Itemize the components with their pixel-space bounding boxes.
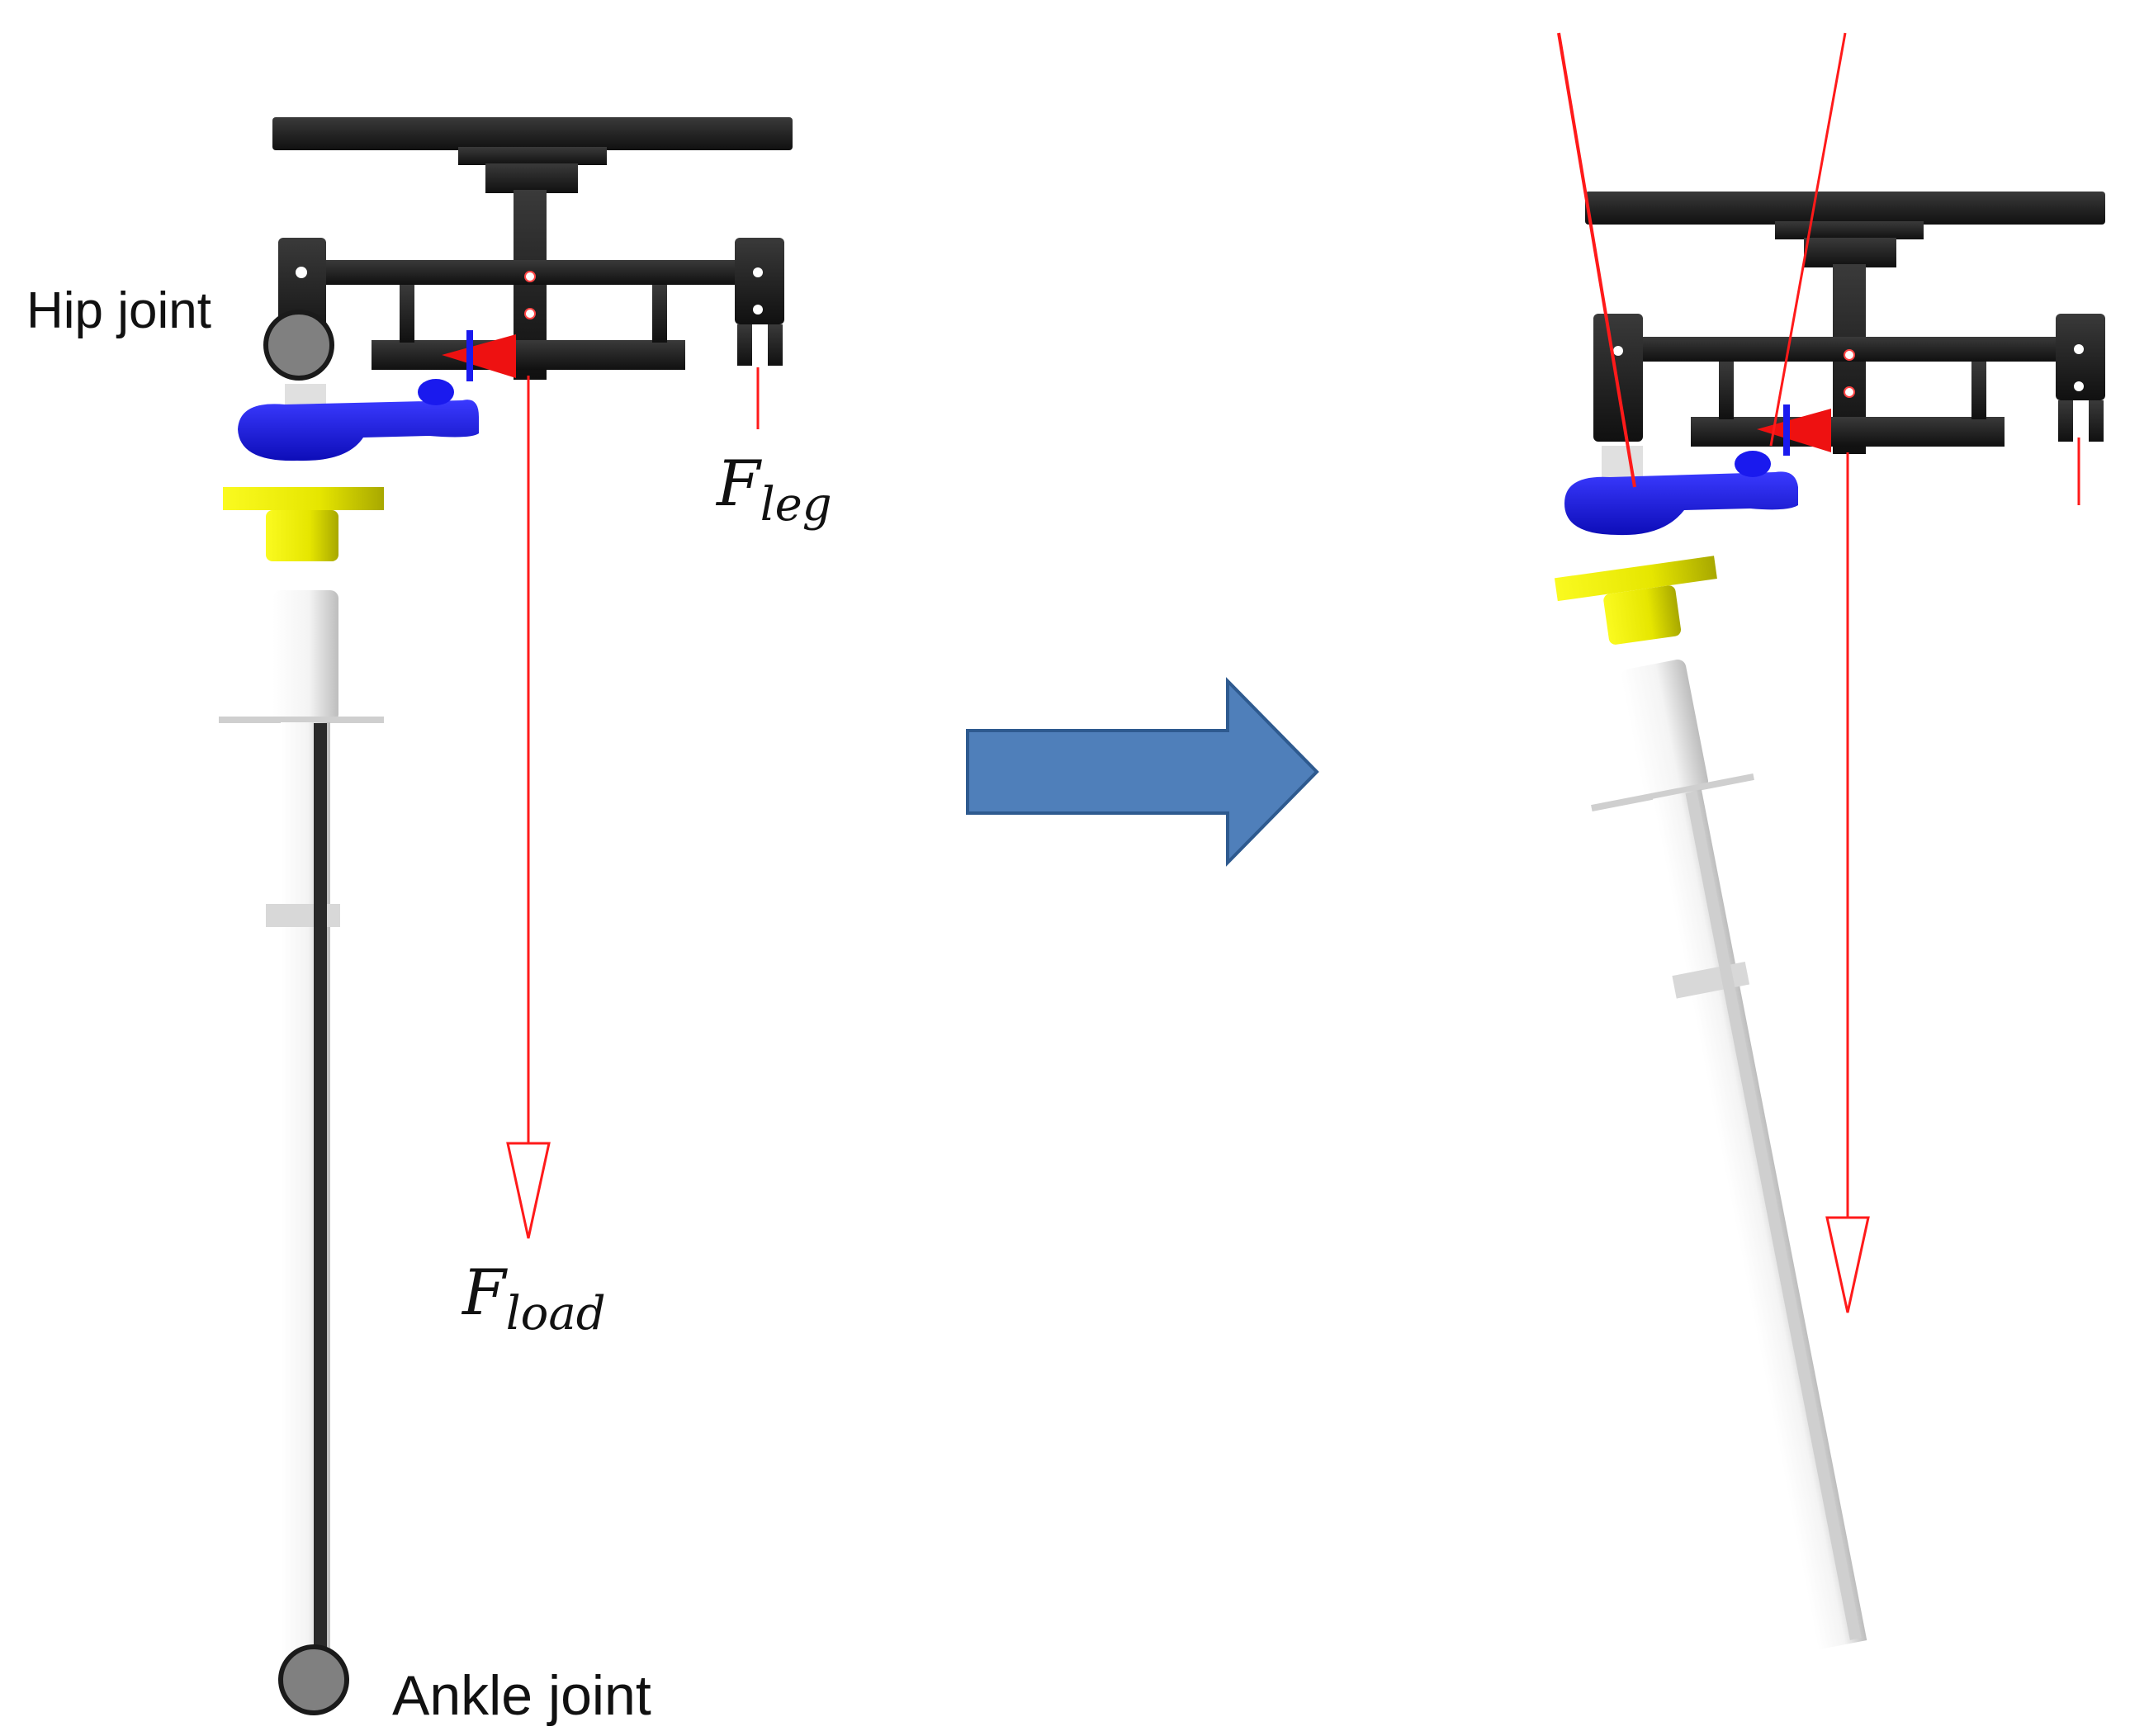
f-leg-main: F (715, 447, 762, 520)
hip-joint-marker (263, 310, 334, 381)
f-load-label: Fload (461, 1256, 606, 1341)
f-leg-label: Fleg (715, 447, 832, 532)
hip-actuator-right (1564, 446, 1798, 536)
leg-shank (219, 590, 384, 1684)
right-arrow-icon (966, 677, 1319, 867)
force-line-b (1769, 32, 1847, 447)
force-line-a (1557, 32, 1636, 488)
leg-shank-right (1591, 660, 1867, 1650)
hip-frame (278, 190, 784, 380)
right-configuration (1554, 32, 2105, 1650)
red-cone-right (1757, 409, 1831, 452)
ankle-joint-label: Ankle joint (392, 1664, 651, 1727)
knee-actuator (223, 487, 384, 561)
left-configuration: Hip joint Ankle joint Fleg Fload (26, 117, 832, 1727)
f-load-vector-right (1825, 452, 1870, 1313)
knee-actuator-right (1554, 556, 1717, 645)
f-load-main: F (461, 1256, 508, 1329)
f-load-vector (506, 376, 551, 1239)
f-load-sub: load (506, 1287, 606, 1341)
red-cone (442, 334, 516, 378)
f-leg-sub: leg (760, 478, 832, 532)
base-plate-right (1585, 192, 2105, 267)
base-plate (272, 117, 793, 193)
ankle-joint-marker (278, 1644, 349, 1715)
hip-joint-label: Hip joint (26, 282, 211, 339)
hip-actuator (238, 379, 479, 461)
